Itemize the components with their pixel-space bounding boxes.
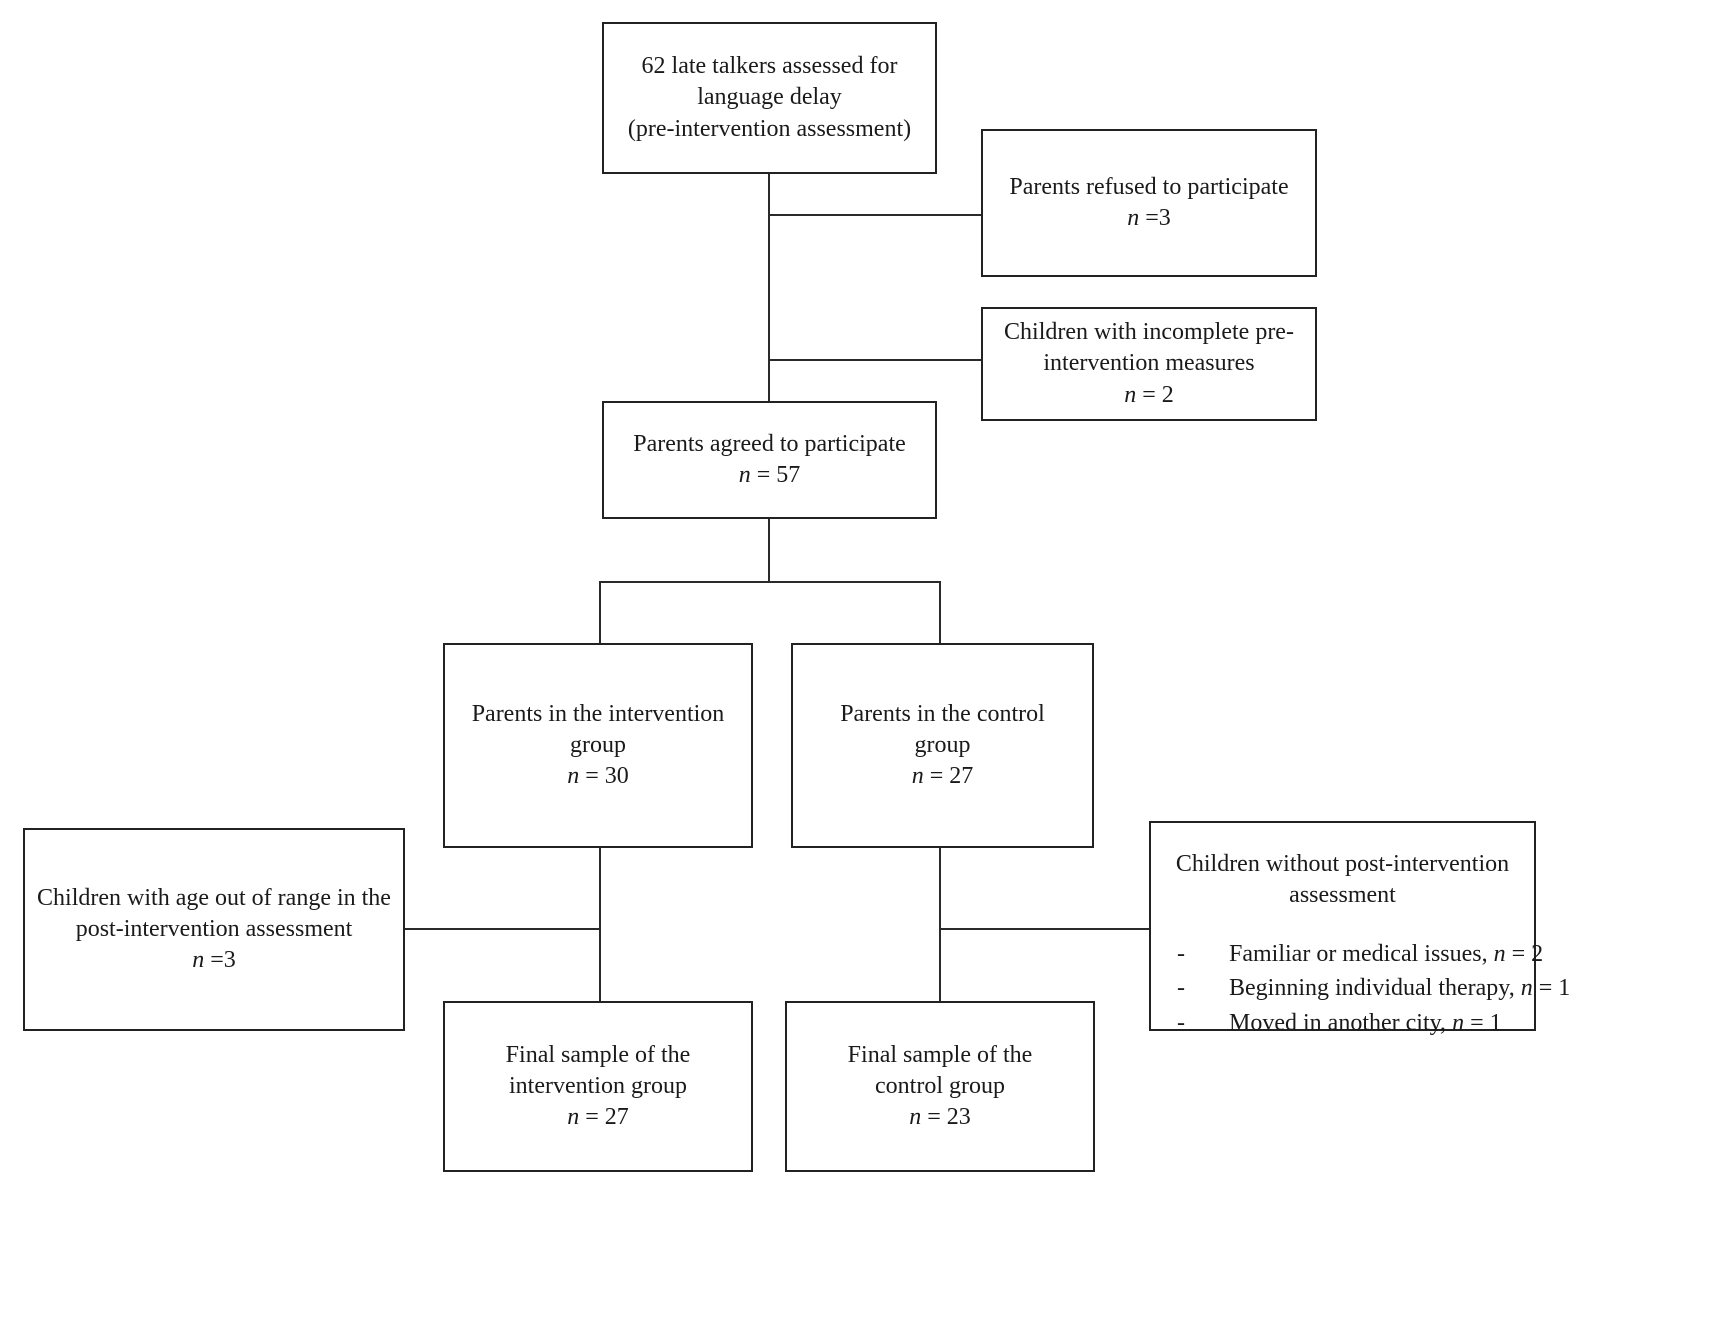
node-parents-control-group: Parents in the control group n = 27: [791, 643, 1094, 848]
n-value: = 27: [923, 763, 974, 790]
connector-to-no-post-assessment: [939, 928, 1151, 930]
node-assessed-line2: language delay: [697, 84, 842, 111]
node-parents-refused: Parents refused to participate n =3: [981, 129, 1317, 277]
node-final-sample-intervention-count: n = 27: [506, 1102, 691, 1133]
node-parents-intervention-group-line1: Parents in the intervention: [471, 700, 725, 727]
n-symbol: n: [909, 1104, 922, 1131]
list-item-text: Moved in another city, n = 1: [1229, 1006, 1502, 1040]
node-no-post-assessment-heading: Children without post-intervention asses…: [1159, 849, 1526, 911]
connector-split-left: [599, 581, 601, 643]
node-final-sample-intervention-text: Final sample of the intervention group n…: [494, 1040, 703, 1134]
n-symbol: n: [1493, 941, 1506, 968]
connector-agreed-down: [768, 519, 770, 582]
node-incomplete-measures: Children with incomplete pre- interventi…: [981, 307, 1317, 421]
node-final-sample-intervention: Final sample of the intervention group n…: [443, 1001, 753, 1172]
reason-label: Beginning individual therapy,: [1229, 975, 1515, 1002]
node-incomplete-measures-line2: intervention measures: [1043, 350, 1255, 377]
node-parents-refused-count: n =3: [1009, 203, 1288, 234]
list-item-text: Beginning individual therapy, n = 1: [1229, 971, 1570, 1005]
bullet-dash-marker: -: [1177, 975, 1185, 1002]
node-parents-agreed-count: n = 57: [633, 460, 906, 491]
list-item: - Beginning individual therapy, n = 1: [1177, 971, 1570, 1005]
node-assessed-text: 62 late talkers assessed for language de…: [616, 51, 923, 145]
node-age-out-of-range-text: Children with age out of range in the po…: [25, 883, 403, 977]
n-symbol: n: [1127, 205, 1140, 231]
node-final-sample-control: Final sample of the control group n = 23: [785, 1001, 1095, 1172]
n-value: = 2: [1136, 381, 1174, 408]
n-symbol: n: [1452, 1009, 1465, 1036]
connector-assessed-to-agreed: [768, 173, 770, 411]
n-value: = 27: [579, 1104, 629, 1131]
node-parents-agreed-text: Parents agreed to participate n = 57: [621, 429, 918, 491]
n-symbol: n: [192, 947, 205, 974]
n-value: = 23: [921, 1104, 971, 1131]
node-parents-control-group-text: Parents in the control group n = 27: [828, 699, 1057, 793]
node-incomplete-measures-count: n = 2: [1004, 380, 1294, 411]
node-parents-agreed: Parents agreed to participate n = 57: [602, 401, 937, 519]
node-assessed-for-language-delay: 62 late talkers assessed for language de…: [602, 22, 937, 174]
node-parents-control-group-line2: group: [914, 731, 971, 758]
n-symbol: n: [738, 462, 751, 488]
connector-to-incomplete: [768, 359, 982, 361]
node-assessed-line3: (pre-intervention assessment): [627, 115, 912, 142]
node-parents-control-group-line1: Parents in the control: [840, 700, 1045, 727]
node-age-out-of-range-count: n =3: [37, 945, 391, 976]
node-parents-intervention-group-line2: group: [569, 731, 626, 758]
node-parents-refused-line1: Parents refused to participate: [1009, 173, 1289, 200]
node-age-out-of-range-line1: Children with age out of range in the: [37, 884, 391, 911]
n-value: = 1: [1532, 975, 1571, 1002]
node-parents-intervention-group-count: n = 30: [472, 761, 725, 792]
node-final-sample-control-line1: Final sample of the: [847, 1041, 1033, 1068]
n-value: =3: [204, 947, 236, 974]
connector-intervention-to-final: [599, 847, 601, 1002]
connector-to-age-out-of-range: [405, 928, 601, 930]
n-value: = 2: [1505, 941, 1544, 968]
n-value: =3: [1139, 205, 1171, 231]
node-parents-intervention-group: Parents in the intervention group n = 30: [443, 643, 753, 848]
n-symbol: n: [911, 763, 924, 790]
no-post-assessment-reason-list: - Familiar or medical issues, n = 2 - Be…: [1159, 937, 1570, 1040]
list-item: - Familiar or medical issues, n = 2: [1177, 937, 1543, 971]
n-value: = 30: [579, 763, 629, 790]
n-symbol: n: [1520, 975, 1533, 1002]
node-parents-agreed-line1: Parents agreed to participate: [633, 430, 906, 457]
connector-split-bar: [599, 581, 941, 583]
node-incomplete-measures-line1: Children with incomplete pre-: [1004, 319, 1294, 346]
node-incomplete-measures-text: Children with incomplete pre- interventi…: [992, 317, 1306, 411]
n-value: = 1: [1464, 1009, 1502, 1036]
bullet-dash-marker: -: [1177, 1009, 1185, 1036]
node-final-sample-intervention-line1: Final sample of the: [505, 1041, 691, 1068]
n-value: = 57: [750, 462, 801, 488]
node-age-out-of-range-line2: post-intervention assessment: [75, 915, 353, 942]
node-parents-refused-text: Parents refused to participate n =3: [997, 172, 1300, 234]
list-item-text: Familiar or medical issues, n = 2: [1229, 937, 1543, 971]
n-symbol: n: [567, 763, 580, 790]
list-item: - Moved in another city, n = 1: [1177, 1006, 1526, 1040]
connector-split-right: [939, 581, 941, 643]
node-no-post-assessment-line1: Children without post-intervention: [1175, 851, 1510, 877]
n-symbol: n: [567, 1104, 580, 1131]
bullet-dash-marker: -: [1177, 941, 1185, 968]
node-no-post-assessment: Children without post-intervention asses…: [1149, 821, 1570, 1036]
connector-to-refused: [768, 214, 982, 216]
node-no-post-assessment-inner: Children without post-intervention asses…: [1151, 823, 1570, 1050]
connector-control-to-final: [939, 847, 941, 1002]
node-final-sample-control-line2: control group: [875, 1072, 1005, 1099]
node-age-out-of-range: Children with age out of range in the po…: [23, 828, 405, 1031]
node-final-sample-control-count: n = 23: [848, 1102, 1033, 1133]
node-no-post-assessment-line2: assessment: [1289, 882, 1396, 909]
node-assessed-line1: 62 late talkers assessed for: [641, 53, 898, 80]
node-parents-intervention-group-text: Parents in the intervention group n = 30: [460, 699, 737, 793]
reason-label: Moved in another city,: [1229, 1009, 1447, 1036]
reason-label: Familiar or medical issues,: [1229, 941, 1488, 968]
n-symbol: n: [1124, 381, 1137, 408]
node-final-sample-intervention-line2: intervention group: [509, 1072, 687, 1099]
node-parents-control-group-count: n = 27: [840, 761, 1045, 792]
node-final-sample-control-text: Final sample of the control group n = 23: [836, 1040, 1045, 1134]
